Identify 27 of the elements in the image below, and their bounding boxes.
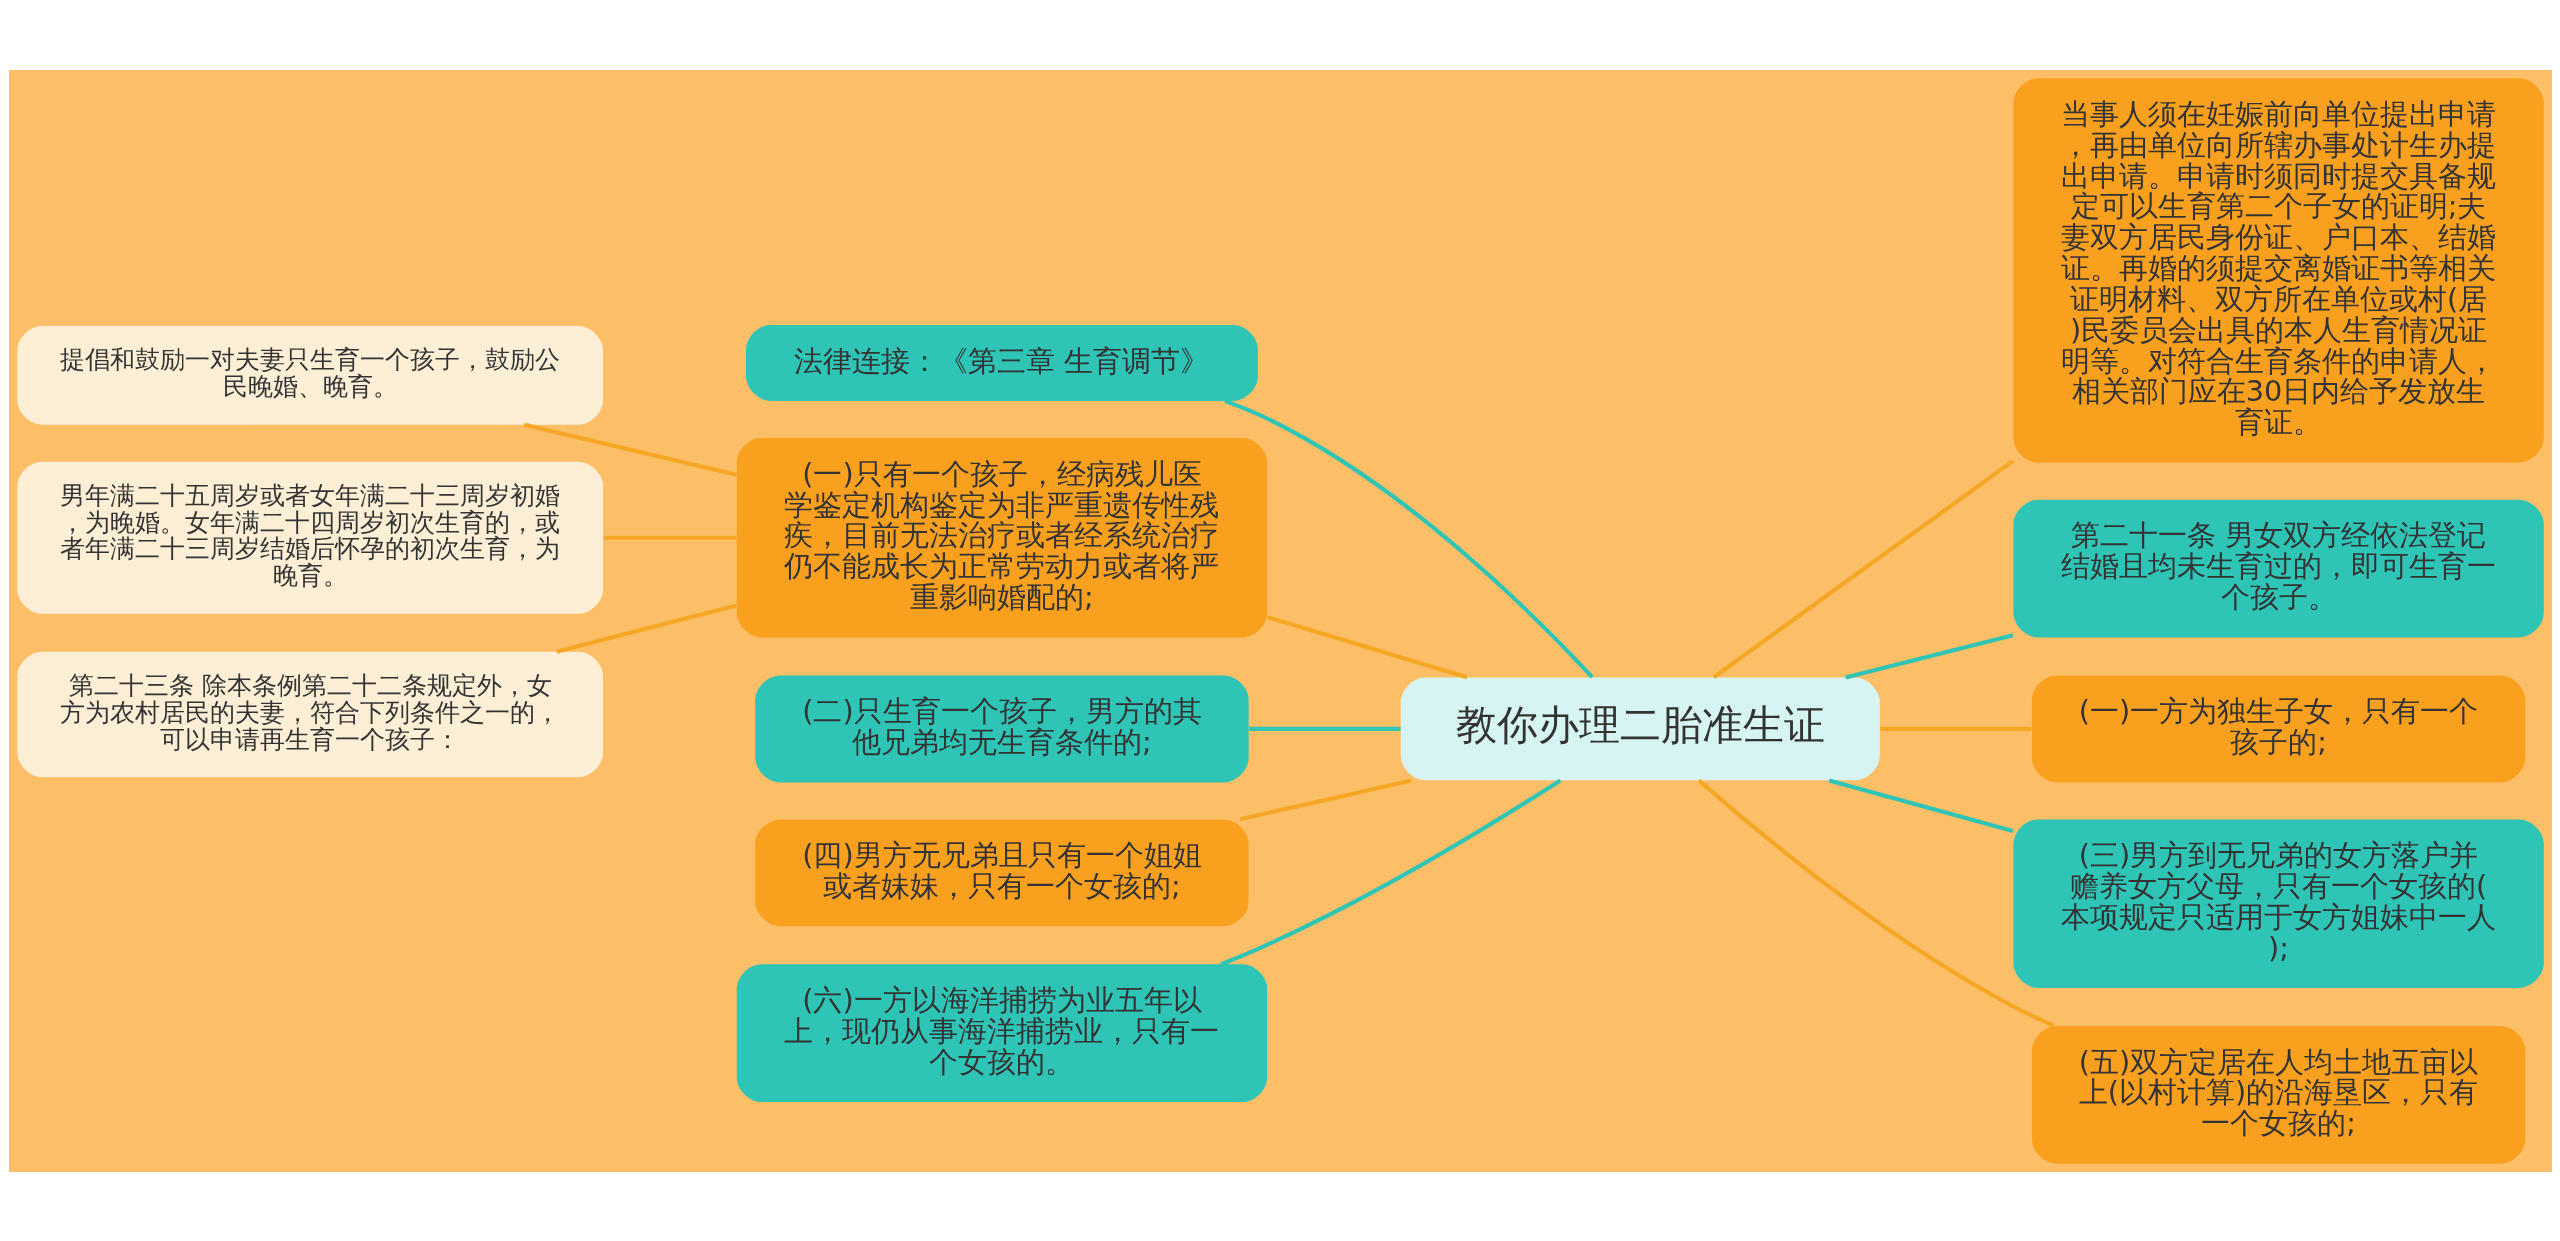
connector xyxy=(1219,778,1561,966)
node-box: 提倡和鼓励一对夫妻只生育一个孩子，鼓励公民晚婚、晚育。 xyxy=(16,325,603,425)
node-box: (一)只有一个孩子，经病残儿医学鉴定机构鉴定为非严重遗传性残疾，目前无法治疗或者经系统治疗仍不能成长为正常劳动力或者将严重影响婚配的; xyxy=(736,437,1267,637)
connector xyxy=(1223,398,1594,678)
connector xyxy=(523,422,737,477)
node-box: (一)一方为独生子女，只有一个孩子的; xyxy=(2031,675,2525,782)
connector xyxy=(603,535,737,540)
connector xyxy=(1248,726,1400,731)
node-box: 第二十一条 男女双方经依法登记结婚且均未生育过的，即可生育一个孩子。 xyxy=(2012,499,2544,637)
connector xyxy=(1696,778,2055,1028)
connector xyxy=(1828,777,2013,833)
node-box: 第二十三条 除本条例第二十二条规定外，女方为农村居民的夫妻，符合下列条件之一的，可以申请再生育一个孩子： xyxy=(16,651,603,777)
node-box: 男年满二十五周岁或者女年满二十三周岁初婚，为晚婚。女年满二十四周岁初次生育的，或者年满二十三周岁结婚后怀孕的初次生育，为晚育。 xyxy=(16,461,603,614)
connector xyxy=(1844,632,2013,680)
node-box: 法律连接：《第三章 生育调节》 xyxy=(745,324,1258,401)
node-box: (二)只生育一个孩子，男方的其他兄弟均无生育条件的; xyxy=(754,675,1249,782)
connector xyxy=(555,602,737,654)
node-box: 当事人须在妊娠前向单位提出申请，再由单位向所辖办事处计生办提出申请。申请时须同时提交具备规定可以生育第二个子女的证明;夫妻双方居民身份证、户口本、结婚证。再婚的须提交离婚证书等相关证明材料、双方所在单位或村(居)民委员会出具的本人生育情况证明等。对符合生育条件的申请人，相关部门应在30日内给予发放生育证。 xyxy=(2012,77,2544,463)
connector xyxy=(1239,777,1412,821)
connector xyxy=(1879,726,2031,731)
connector xyxy=(1266,614,1468,679)
node-box: (六)一方以海洋捕捞为业五年以上，现仍从事海洋捕捞业，只有一个女孩的。 xyxy=(736,963,1267,1102)
connector xyxy=(1712,458,2014,679)
node-box: (四)男方无兄弟且只有一个姐姐或者妹妹，只有一个女孩的; xyxy=(754,818,1249,926)
node-box: 教你办理二胎准生证 xyxy=(1400,677,1880,780)
node-box: (三)男方到无兄弟的女方落户并赡养女方父母，只有一个女孩的(本项规定只适用于女方姐妹中一人); xyxy=(2012,818,2544,988)
node-box: (五)双方定居在人均土地五亩以上(以村计算)的沿海垦区，只有一个女孩的; xyxy=(2031,1025,2525,1164)
